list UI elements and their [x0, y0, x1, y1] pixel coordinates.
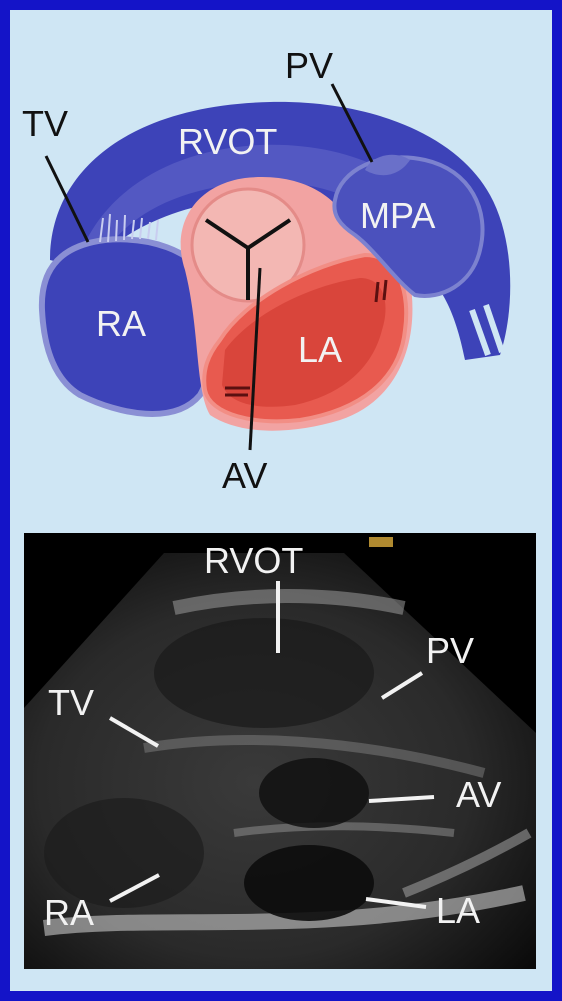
- echo-chamber-av: [259, 758, 369, 828]
- echo-label-av: AV: [456, 777, 501, 813]
- schematic-label-rvot: RVOT: [178, 124, 277, 160]
- echo-chamber-la: [244, 845, 374, 921]
- schematic-label-av: AV: [222, 458, 267, 494]
- echo-chamber-rvot: [154, 618, 374, 728]
- echo-label-pv: PV: [426, 633, 474, 669]
- heart-schematic: [10, 10, 552, 510]
- echo-label-la: LA: [436, 893, 480, 929]
- echo-label-rvot: RVOT: [204, 543, 303, 579]
- echo-orientation-marker: [369, 537, 393, 547]
- schematic-label-la: LA: [298, 332, 342, 368]
- schematic-label-pv: PV: [285, 48, 333, 84]
- schematic-label-ra: RA: [96, 306, 146, 342]
- figure-panel: TV RVOT PV MPA RA LA AV: [10, 10, 552, 991]
- echo-label-tv: TV: [48, 685, 94, 721]
- echo-label-ra: RA: [44, 895, 94, 931]
- schematic-label-tv: TV: [22, 106, 68, 142]
- echocardiogram-image: RVOT PV TV AV RA LA: [24, 533, 536, 969]
- schematic-label-mpa: MPA: [360, 198, 435, 234]
